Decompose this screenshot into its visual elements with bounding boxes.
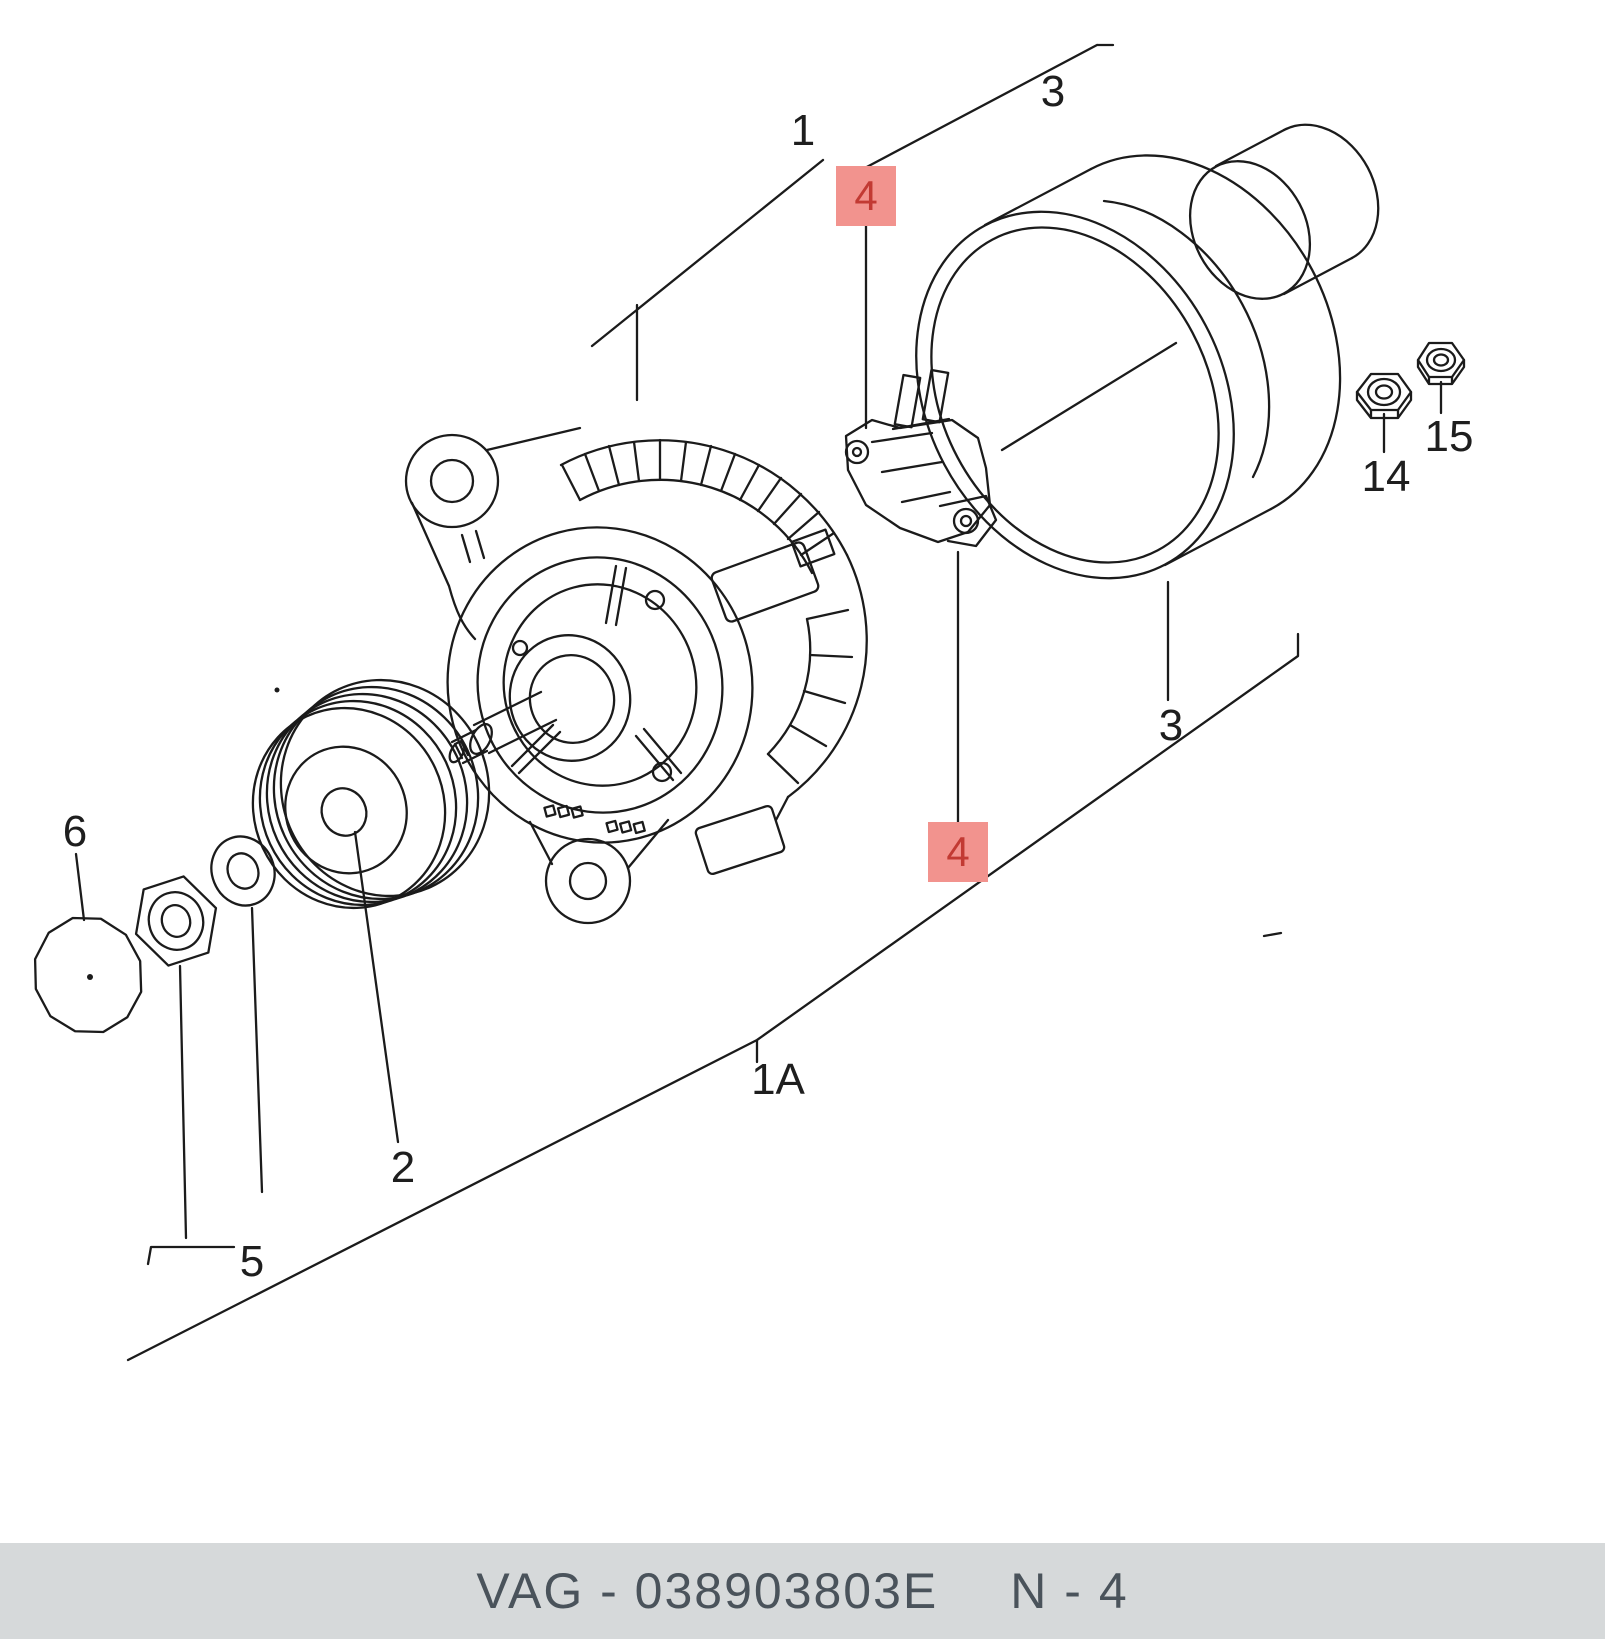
alternator-body [404,426,868,925]
part-callout-15[interactable]: 15 [1424,412,1474,461]
hex-nut-15 [1416,341,1466,386]
shaft-nut [134,875,218,967]
part-callout-1A[interactable]: 1A [751,1055,805,1104]
part-callout-3-top[interactable]: 3 [1040,67,1066,116]
protective-cap [33,916,143,1034]
part-callout-6[interactable]: 6 [62,807,88,856]
hex-nut-14 [1355,372,1413,420]
footer-bar: VAG - 038903803E N - 4 [0,1543,1605,1639]
footer-sheet-code: N - 4 [1010,1563,1129,1619]
exploded-parts-drawing [33,43,1466,1362]
part-callout-5[interactable]: 5 [239,1237,265,1286]
part-callout-4-bottom-highlighted[interactable]: 4 [928,822,988,882]
washer [210,835,276,907]
part-callout-1[interactable]: 1 [790,106,816,155]
pulley [251,678,491,910]
footer-part-number: VAG - 038903803E [476,1563,939,1619]
part-callout-14[interactable]: 14 [1361,452,1411,501]
leader-lines [74,43,1443,1362]
part-callout-2[interactable]: 2 [390,1143,416,1192]
part-callout-3-bottom[interactable]: 3 [1158,701,1184,750]
part-callout-4-top-highlighted[interactable]: 4 [836,166,896,226]
rear-cover [915,123,1380,580]
